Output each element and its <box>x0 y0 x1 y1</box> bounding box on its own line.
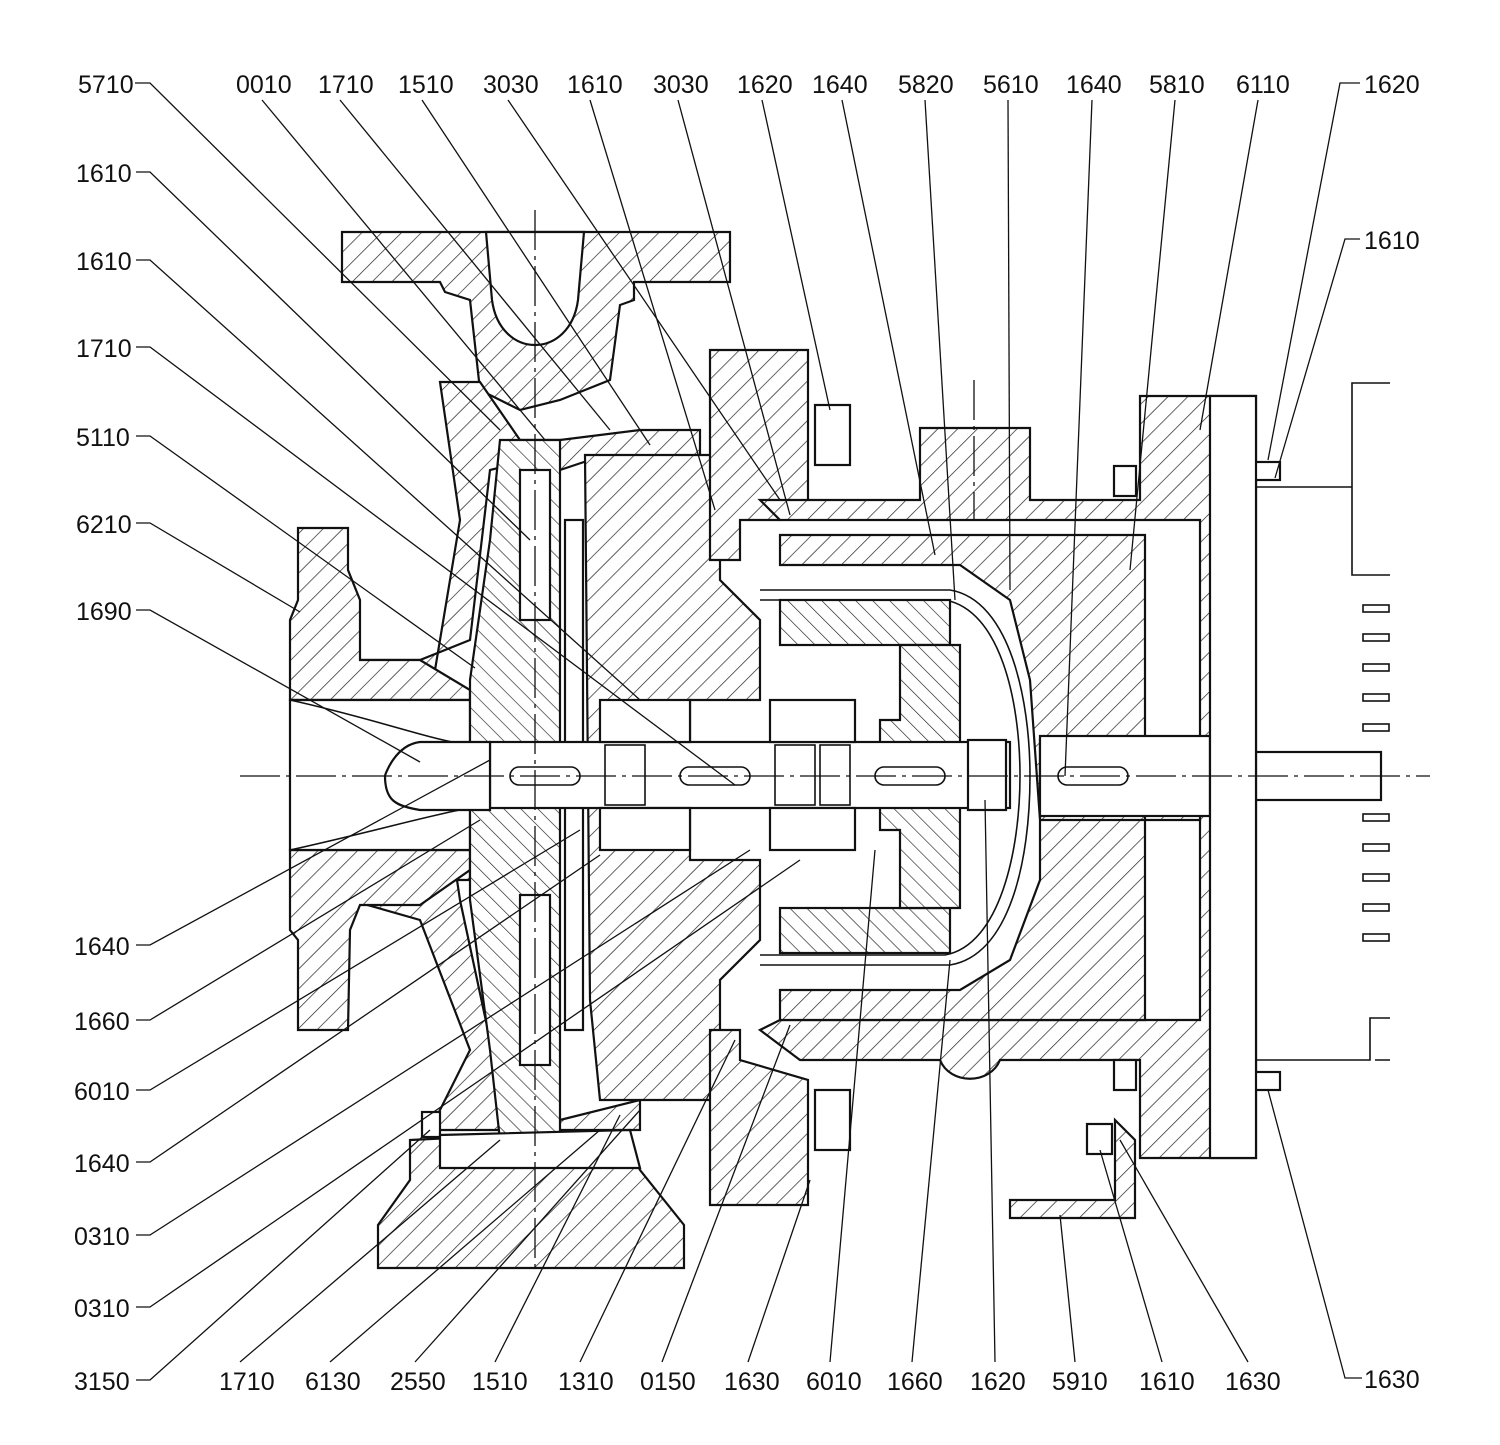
leader-lines <box>135 82 1362 1381</box>
label-left-3: 5110 <box>76 424 130 452</box>
bearing-right-lower <box>768 806 857 852</box>
label-bottom-3: 1510 <box>472 1368 528 1396</box>
label-bottom-8: 1660 <box>887 1368 943 1396</box>
label-bottom-12: 1630 <box>1225 1368 1281 1396</box>
motor-cooling-fins <box>1362 604 1390 942</box>
label-top-3: 1510 <box>398 71 454 99</box>
label-bottom-1: 6130 <box>305 1368 361 1396</box>
label-left-11: 0310 <box>74 1295 130 1323</box>
label-left-1: 1610 <box>76 248 132 276</box>
inner-magnet-lower <box>778 906 952 955</box>
label-left-9: 1640 <box>74 1150 130 1178</box>
label-bottom-5: 0150 <box>640 1368 696 1396</box>
label-top-0: 5710 <box>78 71 134 99</box>
label-top-8: 1640 <box>812 71 868 99</box>
bearing-left-upper <box>598 698 692 744</box>
label-right-0: 1610 <box>1364 227 1420 255</box>
label-left-8: 6010 <box>74 1078 130 1106</box>
label-right-1: 1630 <box>1364 1366 1420 1394</box>
label-top-11: 1640 <box>1066 71 1122 99</box>
label-bottom-7: 6010 <box>806 1368 862 1396</box>
bolt-top <box>813 403 852 467</box>
label-top-4: 3030 <box>483 71 539 99</box>
label-top-7: 1620 <box>737 71 793 99</box>
label-left-10: 0310 <box>74 1223 130 1251</box>
label-bottom-6: 1630 <box>724 1368 780 1396</box>
label-bottom-11: 1610 <box>1139 1368 1195 1396</box>
label-left-0: 1610 <box>76 160 132 188</box>
lantern-bracket <box>757 394 1258 1160</box>
label-bottom-4: 1310 <box>558 1368 614 1396</box>
bearing-housing-flange-lower <box>708 1028 810 1207</box>
label-left-7: 1660 <box>74 1008 130 1036</box>
label-top-1: 0010 <box>236 71 292 99</box>
label-left-12: 3150 <box>74 1368 130 1396</box>
motor-flange <box>1208 394 1258 1160</box>
bearing-left-lower <box>598 806 692 852</box>
label-top-2: 1710 <box>318 71 374 99</box>
label-bottom-2: 2550 <box>390 1368 446 1396</box>
label-bottom-0: 1710 <box>219 1368 275 1396</box>
label-top-10: 5610 <box>983 71 1039 99</box>
label-left-6: 1640 <box>74 933 130 961</box>
label-bottom-10: 5910 <box>1052 1368 1108 1396</box>
label-top-6: 3030 <box>653 71 709 99</box>
label-left-2: 1710 <box>76 335 132 363</box>
label-top-9: 5820 <box>898 71 954 99</box>
label-bottom-9: 1620 <box>970 1368 1026 1396</box>
label-top-13: 6110 <box>1236 71 1290 99</box>
suction-flange <box>288 526 472 702</box>
bearing-right-upper <box>768 698 857 744</box>
motor-housing <box>1256 382 1390 1061</box>
inner-magnet-upper <box>778 598 952 647</box>
bolt-bottom <box>813 1088 852 1152</box>
label-left-4: 6210 <box>76 511 132 539</box>
part-number-labels: 5710 0010 1710 1510 3030 1610 3030 1620 … <box>74 71 1420 1396</box>
bearing-housing-flange <box>708 348 810 562</box>
label-top-14: 1620 <box>1364 71 1420 99</box>
hex-nut <box>966 738 1008 812</box>
label-left-5: 1690 <box>76 598 132 626</box>
label-top-12: 5810 <box>1149 71 1205 99</box>
label-top-5: 1610 <box>567 71 623 99</box>
pump-assembly <box>240 210 1430 1270</box>
